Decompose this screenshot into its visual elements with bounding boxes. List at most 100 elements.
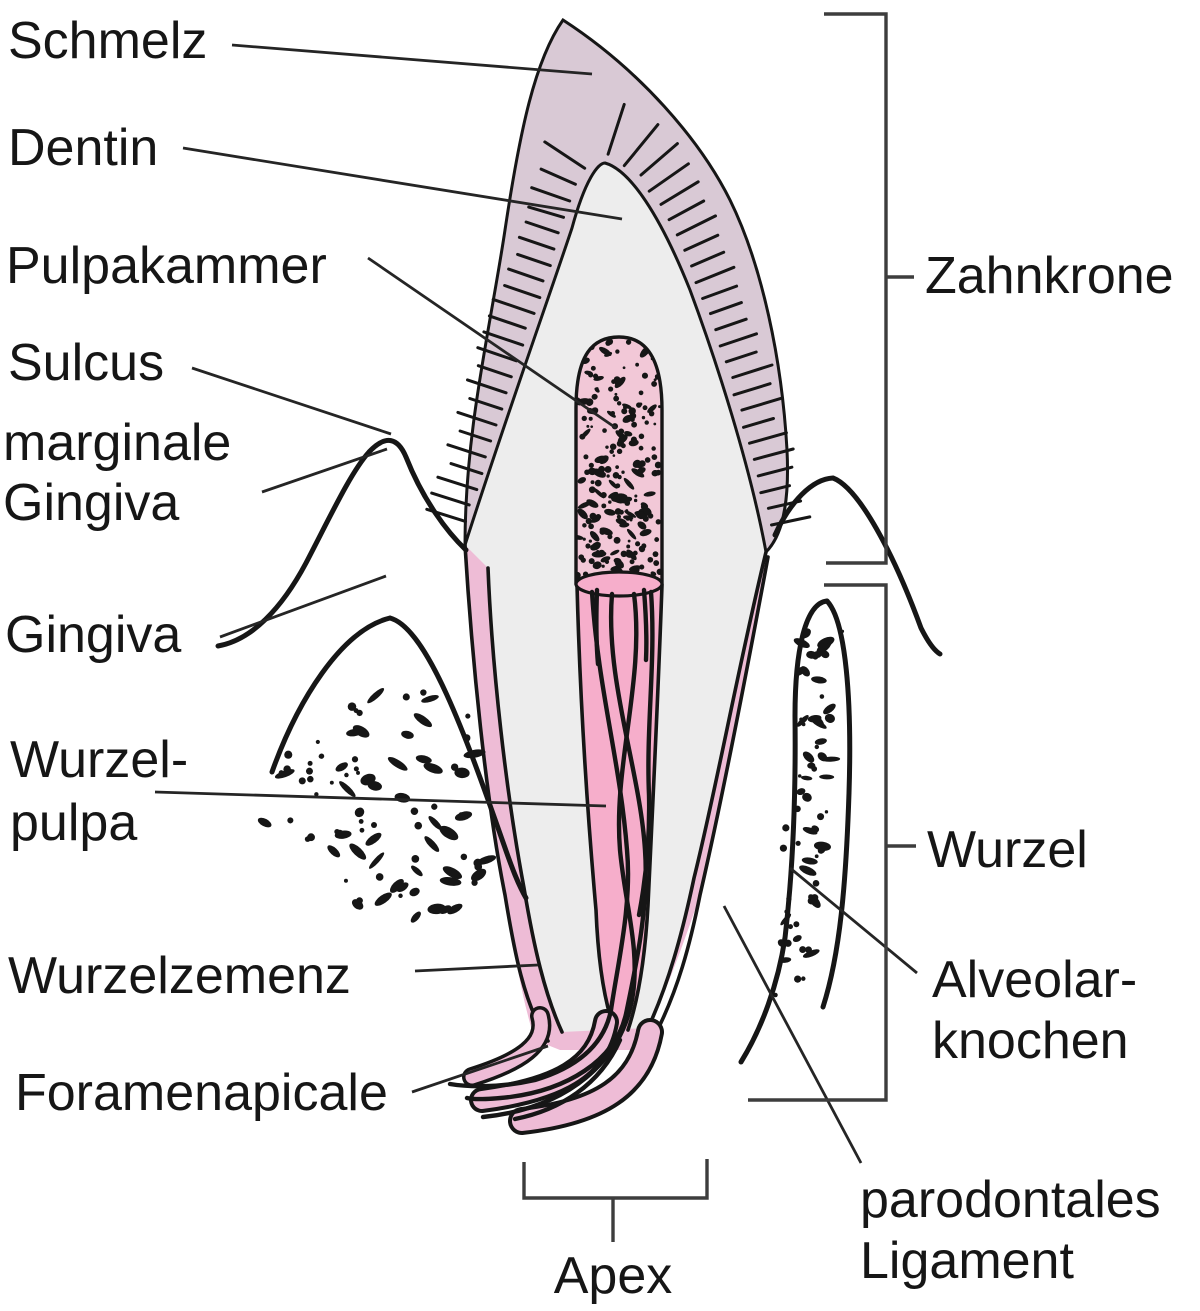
- pulp-speckle: [608, 386, 614, 392]
- pulp-speckle: [612, 472, 620, 479]
- bone-speckle: [431, 803, 438, 810]
- bone-speckle: [801, 722, 806, 727]
- pulp-speckle: [601, 564, 605, 568]
- pulp-speckle: [616, 514, 622, 519]
- bone-speckle: [411, 855, 420, 863]
- bone-speckle: [814, 738, 827, 745]
- bone-speckle: [823, 703, 836, 715]
- bone-speckle: [421, 694, 439, 703]
- pulp-speckle: [651, 380, 658, 387]
- enamel-hatch-line: [476, 346, 518, 363]
- pulp-speckle: [608, 479, 618, 489]
- bone-speckle: [428, 816, 442, 830]
- enamel-hatch-line: [543, 140, 587, 170]
- bone-speckle: [817, 752, 828, 762]
- pulp-speckle: [652, 551, 659, 558]
- bone-speckle: [314, 792, 319, 797]
- bone-speckle: [349, 843, 367, 860]
- pulp-speckle: [642, 506, 652, 516]
- bone-speckle: [822, 642, 830, 650]
- bone-speckle: [801, 857, 818, 865]
- bone-speckle: [354, 807, 365, 818]
- pulp-speckle: [653, 422, 657, 426]
- pulp-speckle: [628, 439, 639, 447]
- bone-speckle: [794, 975, 802, 983]
- pulp-speckle: [619, 522, 630, 528]
- bone-speckle: [329, 780, 334, 785]
- bone-speckle: [454, 767, 470, 779]
- bone-speckle: [420, 689, 427, 696]
- pulp-speckle: [621, 470, 625, 474]
- pulp-speckle: [625, 509, 629, 513]
- pulp-speckle: [589, 531, 600, 542]
- pulp-speckle: [588, 558, 595, 565]
- bone-speckle: [315, 739, 320, 744]
- pulp-speckle: [651, 446, 656, 451]
- pulp-speckle: [635, 541, 641, 547]
- leader-lines: [154, 43, 918, 1164]
- pulp-speckle: [653, 560, 660, 566]
- pulp-speckle: [625, 516, 631, 521]
- bone-speckle: [374, 892, 392, 906]
- pulp-speckle: [647, 404, 657, 413]
- pulp-speckle: [604, 465, 612, 473]
- root-outer-edge-right: [653, 555, 770, 1037]
- pulp-speckle: [621, 408, 628, 415]
- bone-speckle: [799, 946, 807, 954]
- label-foramen-apicale: Foramenapicale: [15, 1064, 388, 1122]
- pulp-speckle: [655, 519, 662, 525]
- pulp-speckle: [582, 523, 587, 528]
- bone-speckle: [327, 845, 341, 858]
- bone-speckle: [817, 636, 835, 648]
- bone-speckle: [390, 878, 404, 893]
- pulp-speckle: [632, 550, 638, 556]
- pulp-speckle: [638, 445, 644, 451]
- pulp-speckle: [583, 454, 589, 460]
- bone-speckle: [343, 878, 348, 883]
- enamel-hatch-line: [449, 462, 484, 476]
- pulp-speckle: [638, 545, 646, 553]
- bone-speckle: [305, 767, 313, 775]
- pulp-speckle: [648, 410, 655, 417]
- pulp-speckle: [591, 393, 598, 400]
- bone-speckle: [811, 765, 818, 772]
- nerve-strand: [447, 589, 631, 1089]
- pulp-speckle: [612, 454, 616, 457]
- bone-speckle: [802, 826, 818, 835]
- pulp-speckle: [607, 534, 613, 540]
- pulp-speckle: [642, 405, 648, 411]
- enamel-hatch-line: [731, 363, 774, 379]
- gingiva-outline-left-outer: [215, 438, 469, 649]
- bone-speckle: [369, 852, 385, 869]
- pulp-speckle: [585, 543, 591, 549]
- pulp-speckle: [589, 512, 597, 520]
- label-wurzelpulpa-line1: Wurzel-: [10, 731, 188, 789]
- cementum-inner-edge-left: [486, 566, 564, 1034]
- enamel-hatch-line: [748, 431, 788, 445]
- enamel-hatch-line: [740, 396, 784, 412]
- pulp-speckle: [640, 502, 649, 509]
- bone-speckle: [346, 728, 362, 737]
- pulp-speckle: [578, 554, 585, 561]
- pulp-speckle: [635, 511, 646, 520]
- pulp-speckle: [639, 402, 643, 406]
- enamel-hatch-line: [517, 235, 556, 251]
- pulp-speckle: [590, 544, 597, 551]
- pulp-speckle: [636, 467, 646, 474]
- pulp-speckle: [618, 509, 624, 515]
- enamel-hatch-line: [458, 429, 493, 443]
- pulp-speckle: [588, 416, 593, 421]
- pulp-speckle: [654, 374, 660, 379]
- pulp-speckle: [615, 465, 619, 470]
- bone-speckle: [347, 702, 357, 711]
- brackets: [522, 12, 916, 1242]
- label-parodontales-ligament-line1: parodontales: [860, 1171, 1161, 1229]
- bone-speckle: [356, 770, 360, 775]
- pulp-speckle: [595, 387, 599, 391]
- pulp-speckle: [613, 557, 622, 564]
- bone-speckle: [401, 730, 414, 739]
- pulp-speckle: [586, 499, 599, 508]
- bone-speckle: [359, 827, 365, 833]
- pulp-speckle: [606, 338, 614, 345]
- enamel-hatch-line: [476, 364, 513, 379]
